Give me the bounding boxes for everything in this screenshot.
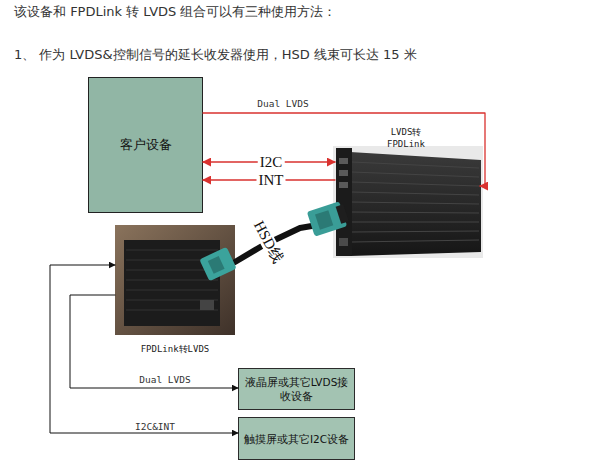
device-body xyxy=(124,240,220,326)
box-label: 触摸屏或其它I2C设备 xyxy=(242,432,352,446)
receiver-box: 触摸屏或其它I2C设备 xyxy=(238,417,355,460)
device-caption: LVDS转 FPDLink xyxy=(381,126,431,150)
hsd-cable xyxy=(235,222,335,262)
converter-device: LVDS转 FPDLink xyxy=(335,148,480,256)
device-box: 客户设备 xyxy=(88,77,203,213)
box-label: 客户设备 xyxy=(120,136,172,154)
lvds-link xyxy=(203,113,485,186)
signal-label: INT xyxy=(257,173,286,188)
heat-fins xyxy=(352,162,479,242)
port xyxy=(339,158,348,164)
page-text: 该设备和 FPDLink 转 LVDS 组合可以有三种使用方法： xyxy=(14,4,336,20)
device-caption: FPDLink转LVDS xyxy=(115,343,235,355)
lvds-output xyxy=(70,295,238,388)
device-body xyxy=(350,152,481,256)
signal-label: HSD线 xyxy=(250,217,286,267)
signal-label: Dual LVDS xyxy=(139,374,190,385)
signal-label: Dual LVDS xyxy=(257,98,308,109)
hsd-plug xyxy=(199,247,236,281)
receiver-box: 液晶屏或其它LVDS接 收设备 xyxy=(238,368,355,410)
signal-label: I2C&INT xyxy=(135,421,175,432)
port xyxy=(339,182,348,188)
port xyxy=(339,238,348,246)
converter-device: FPDLink转LVDS xyxy=(115,225,235,335)
port xyxy=(339,170,348,176)
photo-background xyxy=(333,146,483,258)
heat-fins xyxy=(126,250,218,310)
page-text: 1、 作为 LVDS&控制信号的延长收发器使用，HSD 线束可长达 15 米 xyxy=(14,47,417,63)
port xyxy=(200,300,214,310)
front-panel xyxy=(336,148,352,256)
photo-background xyxy=(115,225,235,335)
i2c-output xyxy=(50,265,238,433)
hsd-plug xyxy=(307,200,350,236)
signal-label: I2C xyxy=(258,155,285,170)
box-label: 液晶屏或其它LVDS接 收设备 xyxy=(242,375,352,403)
